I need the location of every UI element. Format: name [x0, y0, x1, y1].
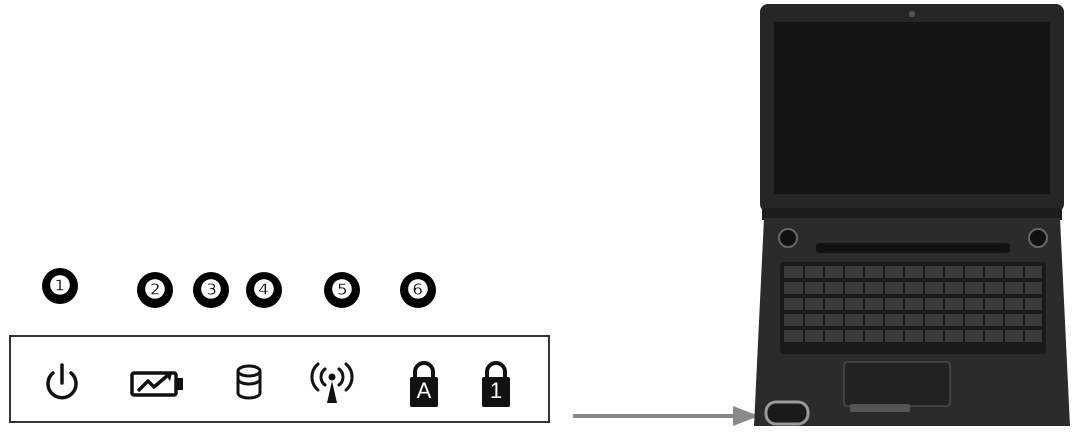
callout-5: ❺ — [324, 272, 360, 308]
wireless-icon — [305, 359, 359, 407]
callout-3: ❸ — [193, 272, 229, 308]
callout-4: ❹ — [246, 272, 282, 308]
pointer-arrow — [573, 396, 763, 426]
callout-6: ❻ — [400, 272, 436, 308]
callout-1: ❶ — [42, 268, 78, 304]
num-lock-letter: 1 — [489, 378, 503, 403]
caps-lock-icon: A — [399, 359, 449, 407]
hard-drive-icon — [224, 359, 274, 407]
callout-2: ❷ — [137, 272, 173, 308]
battery-charging-icon — [128, 359, 188, 407]
num-lock-icon: 1 — [471, 359, 521, 407]
indicator-panel: A 1 — [9, 335, 550, 423]
caps-lock-letter: A — [416, 378, 432, 403]
power-icon — [37, 359, 87, 407]
laptop-illustration — [752, 0, 1074, 432]
